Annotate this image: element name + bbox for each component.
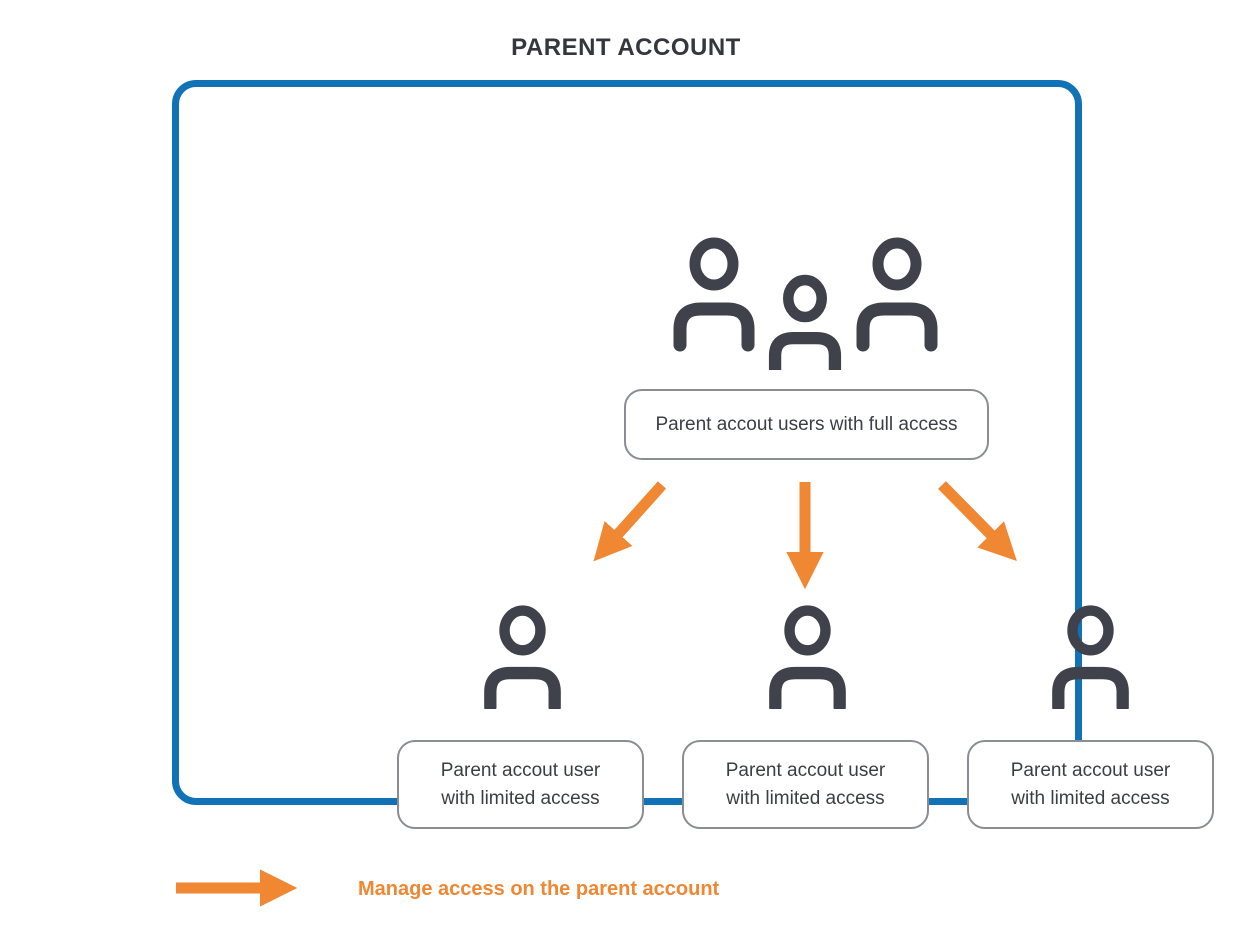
limited-access-label-line: Parent accout user — [725, 759, 886, 781]
limited-access-box: Parent accout user with limited access — [682, 740, 929, 829]
limited-access-label-line: Parent accout user — [1010, 759, 1171, 781]
user-icon — [769, 605, 846, 709]
limited-access-label-line: with limited access — [1011, 787, 1170, 809]
user-icon — [484, 605, 561, 709]
diagram-title: PARENT ACCOUNT — [511, 34, 741, 61]
parent-account-container: Parent accout users with full access — [172, 80, 1214, 829]
arrow-down-right-icon — [938, 481, 1017, 561]
user-icon — [1052, 605, 1129, 709]
limited-access-box: Parent accout user with limited access — [967, 740, 1214, 829]
limited-access-box: Parent accout user with limited access — [397, 740, 644, 829]
limited-access-label-line: with limited access — [441, 787, 600, 809]
limited-access-label-line: Parent accout user — [440, 759, 601, 781]
legend: Manage access on the parent account — [172, 866, 719, 910]
full-access-box: Parent accout users with full access — [624, 389, 989, 460]
right-arrow-icon — [176, 869, 298, 907]
full-access-label: Parent accout users with full access — [655, 413, 958, 435]
three-users-icon — [673, 237, 938, 370]
manage-access-arrows — [593, 481, 1017, 590]
legend-label: Manage access on the parent account — [358, 878, 720, 900]
arrow-down-left-icon — [593, 481, 667, 562]
limited-access-label-line: with limited access — [726, 787, 885, 809]
